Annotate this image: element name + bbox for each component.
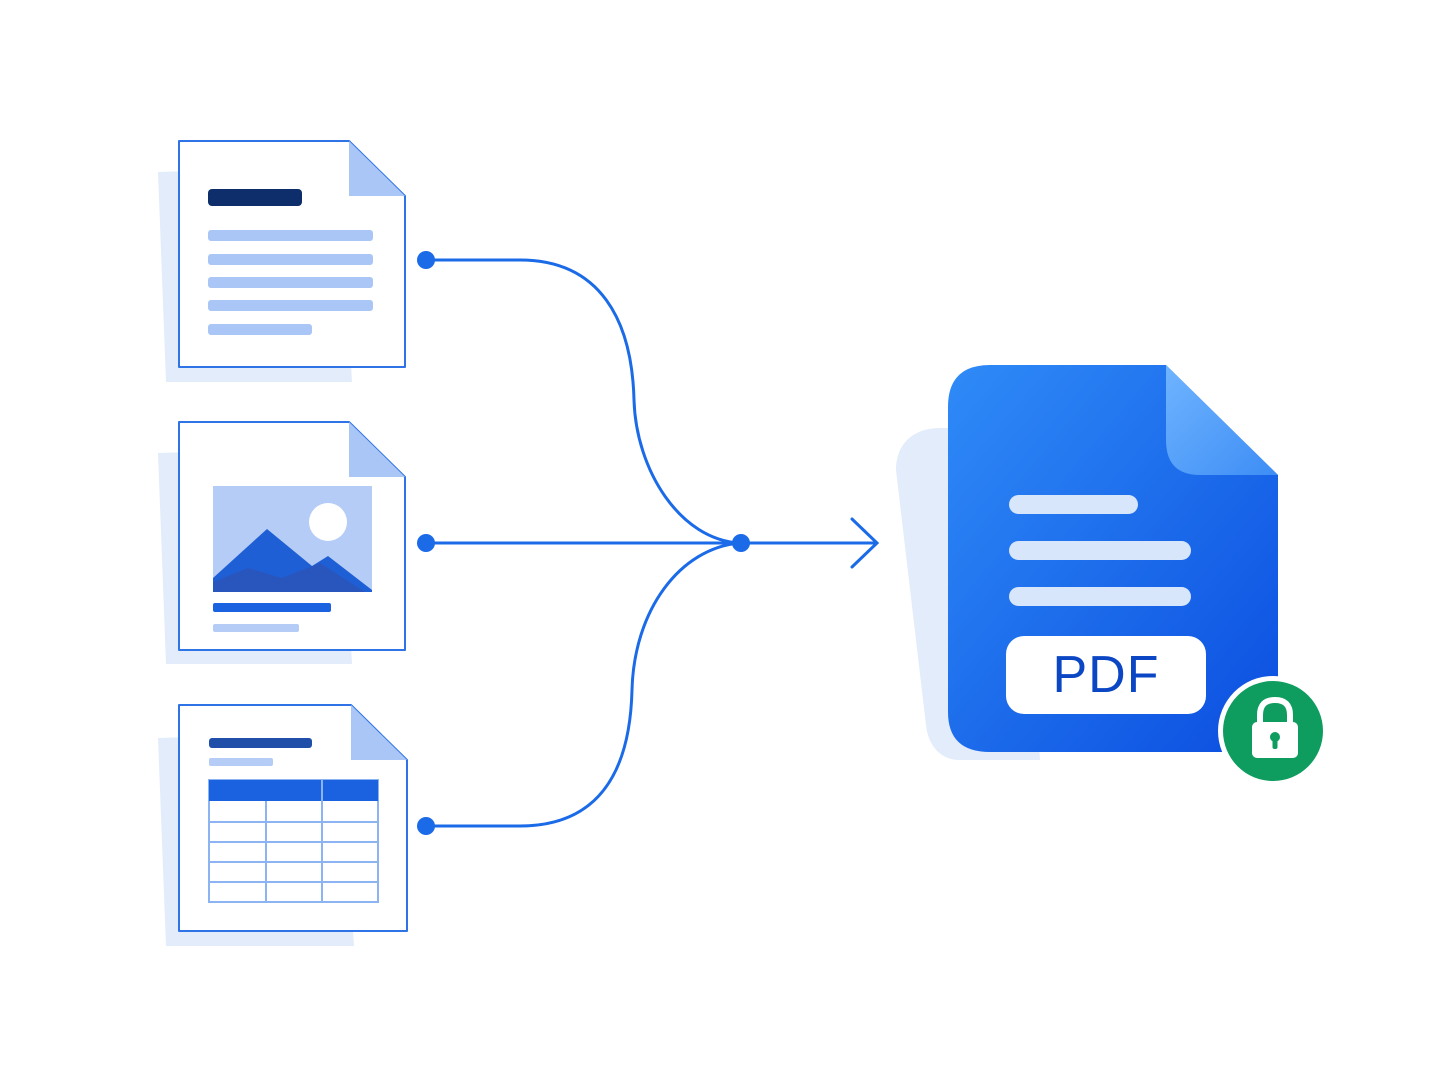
node-text-document [417, 251, 435, 269]
merge-connectors [424, 258, 880, 828]
lock-icon [1252, 696, 1298, 758]
connector-nodes [417, 251, 750, 835]
node-merge-point [732, 534, 750, 552]
text-document-icon [158, 140, 406, 382]
node-image-document [417, 534, 435, 552]
pdf-document-icon [896, 365, 1278, 760]
lock-badge [1218, 676, 1328, 786]
connector-top [424, 258, 742, 545]
pdf-label-pill [1006, 636, 1206, 714]
node-spreadsheet-document [417, 817, 435, 835]
arrowhead-icon [850, 517, 880, 569]
spreadsheet-document-icon [158, 704, 408, 946]
connector-bottom [424, 541, 742, 828]
image-document-icon [158, 421, 406, 664]
